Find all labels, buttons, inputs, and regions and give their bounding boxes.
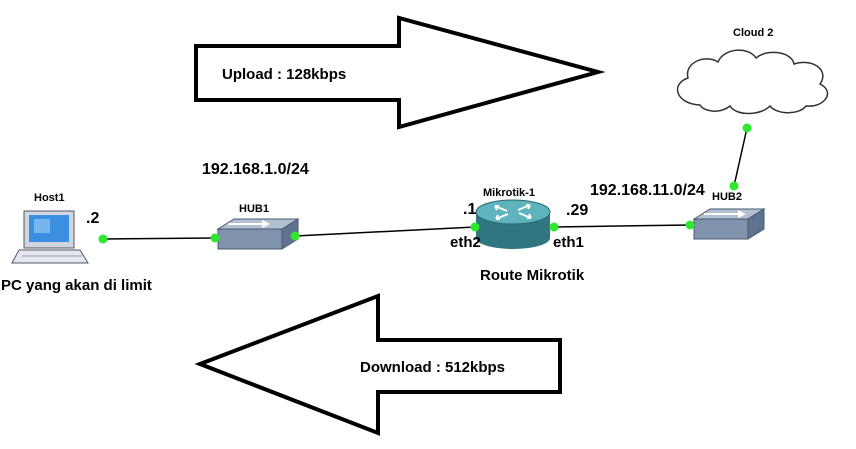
router-caption: Route Mikrotik (480, 267, 585, 284)
link-router-hub2 (553, 224, 691, 228)
router-right-port: eth1 (553, 234, 584, 251)
hub1-name: HUB1 (239, 203, 269, 215)
wan-network-label: 192.168.11.0/24 (590, 182, 705, 199)
host-name: Host1 (34, 192, 65, 204)
link-dot (742, 123, 752, 133)
hub2-name: HUB2 (712, 191, 742, 203)
link-dot (470, 222, 480, 232)
link-dot (98, 234, 108, 244)
router-name: Mikrotik-1 (483, 187, 535, 199)
router-right-ip-suffix: .29 (566, 202, 588, 219)
link-dot (729, 181, 739, 191)
host-caption: PC yang akan di limit (1, 277, 152, 294)
link-hub2-cloud (733, 127, 748, 187)
hub2-icon[interactable] (692, 208, 766, 240)
lan-network-label: 192.168.1.0/24 (202, 161, 309, 178)
link-hub1-router (294, 226, 476, 237)
link-dot (210, 233, 220, 243)
hub1-icon[interactable] (216, 218, 300, 250)
upload-label: Upload : 128kbps (222, 66, 346, 83)
router-left-port: eth2 (450, 234, 481, 251)
cloud-label: Cloud 2 (733, 27, 773, 39)
cloud-icon[interactable] (676, 49, 829, 115)
laptop-icon[interactable] (11, 210, 89, 264)
router-left-ip-suffix: .1 (463, 201, 476, 218)
link-dot (685, 220, 695, 230)
download-label: Download : 512kbps (360, 359, 505, 376)
upload-arrow (194, 15, 606, 130)
host-ip-suffix: .2 (86, 210, 99, 227)
link-dot (290, 231, 300, 241)
download-arrow (194, 293, 562, 436)
link-dot (549, 222, 559, 232)
link-host-hub1 (102, 237, 216, 240)
router-icon[interactable] (475, 199, 551, 249)
